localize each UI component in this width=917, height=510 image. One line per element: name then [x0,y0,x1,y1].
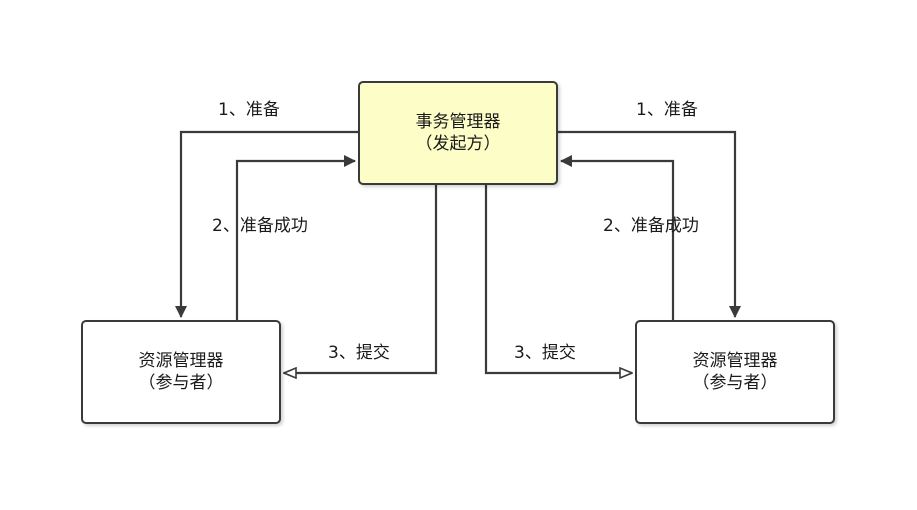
transaction-manager-subtitle: （发起方） [415,134,501,154]
commit-right-label: 3、提交 [514,343,576,363]
resource-manager-node-left: 资源管理器 （参与者） [81,320,281,424]
prepare-left-arrow [175,130,358,318]
prepare-ok-left-arrow [235,155,356,320]
transaction-manager-node: 事务管理器 （发起方） [358,81,558,185]
resource-manager-title: 资源管理器 [138,351,224,371]
resource-manager-title: 资源管理器 [692,351,778,371]
prepare-ok-right-label: 2、准备成功 [603,216,699,236]
prepare-left-label: 1、准备 [218,100,280,120]
resource-manager-node-right: 资源管理器 （参与者） [635,320,835,424]
transaction-manager-title: 事务管理器 [415,112,501,132]
resource-manager-subtitle: （参与者） [138,373,224,393]
commit-right-arrow [484,185,632,373]
resource-manager-subtitle: （参与者） [692,373,778,393]
commit-left-label: 3、提交 [328,343,390,363]
prepare-right-label: 1、准备 [636,100,698,120]
prepare-right-arrow [558,130,741,318]
prepare-ok-left-label: 2、准备成功 [212,216,308,236]
prepare-ok-right-arrow [560,155,675,320]
commit-left-arrow [284,185,438,373]
